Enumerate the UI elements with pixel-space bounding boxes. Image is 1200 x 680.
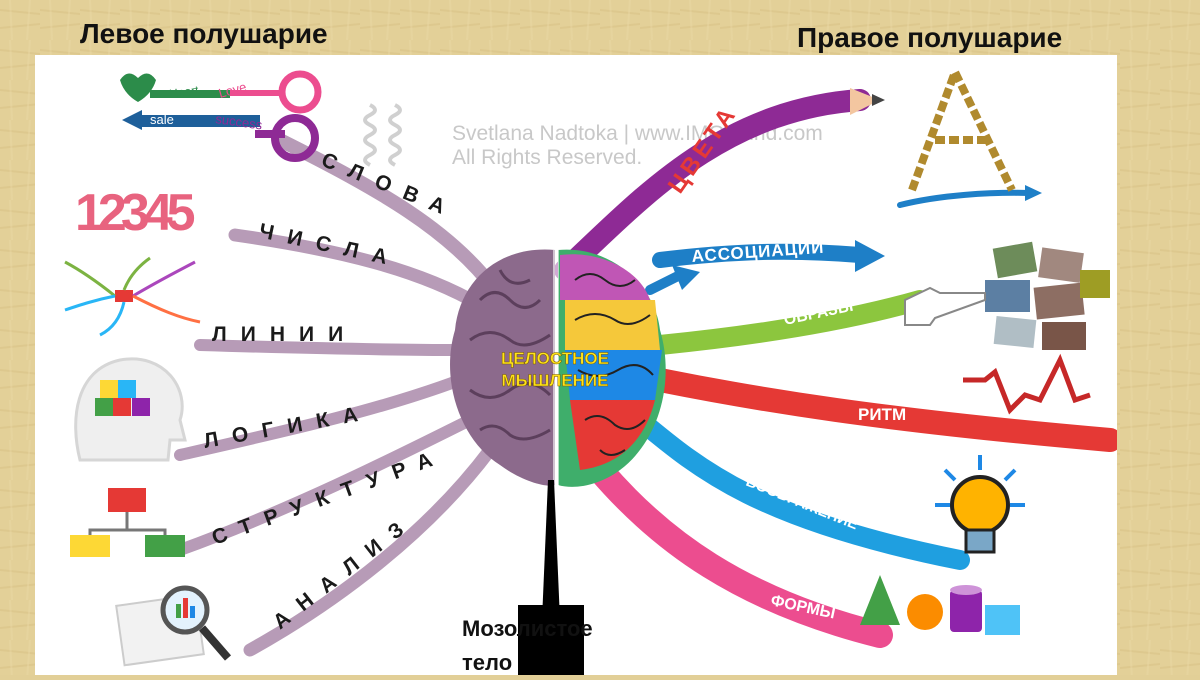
- magnifier-chart-icon: [115, 585, 232, 667]
- pulse-icon: [963, 353, 1091, 415]
- branch-label-analysis: АНАЛИЗ: [269, 509, 419, 633]
- left-branches: [174, 133, 502, 657]
- center-label-line2: МЫШЛЕНИЕ: [502, 371, 609, 390]
- numbers-icon: 12345: [75, 184, 195, 242]
- key-word-heart: Heart: [168, 83, 200, 101]
- chain-letter-icon: [908, 61, 1016, 192]
- corpus-callosum-label: Мозолистое тело: [462, 612, 593, 680]
- hand-pointer-icon: [904, 286, 986, 326]
- key-word-love: Love: [217, 79, 248, 101]
- mindmap-canvas: Svetlana Nadtoka | www.IMG-mind.com All …: [35, 55, 1117, 675]
- lightbulb-icon: [935, 455, 1025, 554]
- key-word-sale: sale: [150, 112, 174, 127]
- branch-label-rhythm: РИТМ: [858, 405, 906, 424]
- puzzle-head-icon: [74, 357, 187, 462]
- photos-icon: [985, 241, 1110, 350]
- corpus-label-line1: Мозолистое: [462, 616, 593, 641]
- brain-illustration: ЦЕЛОСТНОЕ МЫШЛЕНИЕ: [450, 249, 666, 675]
- center-label-line1: ЦЕЛОСТНОЕ: [501, 349, 609, 368]
- branch-label-numbers: ЧИСЛА: [257, 219, 403, 272]
- mindmap-illustration: Svetlana Nadtoka | www.IMG-mind.com All …: [64, 61, 1117, 675]
- left-hemisphere-title: Левое полушарие: [80, 18, 328, 49]
- shapes-icon: [860, 575, 1020, 635]
- branch-label-colors: ЦВЕТА: [663, 100, 743, 199]
- flowchart-icon: [70, 488, 185, 557]
- corpus-label-line2: тело: [462, 650, 513, 675]
- watermark-line2: All Rights Reserved.: [452, 146, 642, 169]
- branch-label-logic: ЛОГИКА: [202, 401, 373, 453]
- right-hemisphere-title: Правое полушарие: [797, 22, 1063, 53]
- right-branches: [554, 88, 1117, 648]
- branch-label-lines: ЛИНИИ: [212, 323, 357, 346]
- keys-icon: Heart Love sale success: [120, 70, 322, 162]
- key-word-success: success: [215, 111, 264, 132]
- branch-label-associations: АССОЦИАЦИИ: [691, 238, 825, 266]
- mindmap-lines-icon: [64, 256, 201, 337]
